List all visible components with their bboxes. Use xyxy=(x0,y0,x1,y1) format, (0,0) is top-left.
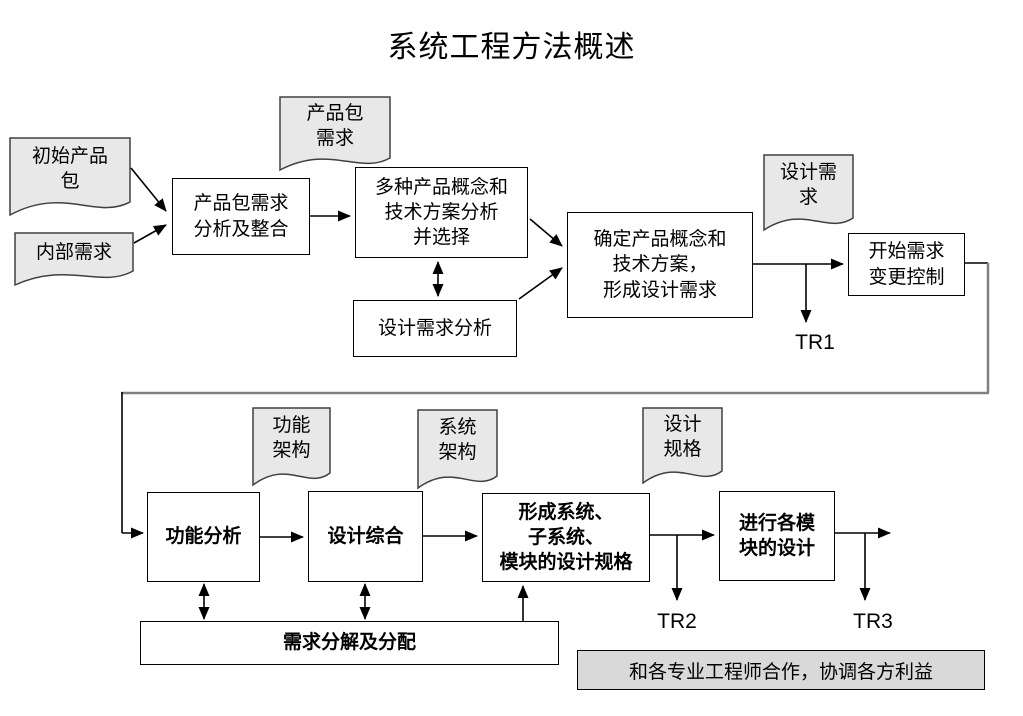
box-design-req-analysis: 设计需求分析 xyxy=(353,300,517,357)
document-shape-initial-product-package xyxy=(9,137,131,217)
page-title: 系统工程方法概述 xyxy=(387,31,636,64)
milestone-tr1: TR1 xyxy=(795,331,835,354)
cooperation-note: 和各专业工程师合作，协调各方利益 xyxy=(577,650,985,690)
document-shape-design-requirements xyxy=(763,154,854,232)
milestone-tr3: TR3 xyxy=(853,610,893,633)
document-shape-internal-requirements xyxy=(14,232,134,287)
arrow-concepts-to-determine xyxy=(529,218,563,247)
document-shape-functional-architecture xyxy=(252,407,331,487)
box-functional-analysis: 功能分析 xyxy=(147,492,260,582)
document-shape-system-architecture xyxy=(417,409,498,490)
box-form-design-specs: 形成系统、 子系统、 模块的设计规格 xyxy=(482,493,650,582)
milestone-tr2: TR2 xyxy=(657,610,697,633)
box-package-req-analysis: 产品包需求 分析及整合 xyxy=(172,178,310,255)
arrow-internal-to-analysis xyxy=(133,224,167,244)
box-determine-concept: 确定产品概念和 技术方案， 形成设计需求 xyxy=(567,212,753,318)
box-design-synthesis: 设计综合 xyxy=(308,491,423,582)
document-shape-package-requirements xyxy=(279,96,391,172)
box-multi-concept-selection: 多种产品概念和 技术方案分析 并选择 xyxy=(355,167,528,258)
box-req-decomposition: 需求分解及分配 xyxy=(140,621,559,665)
arrow-initial-to-analysis xyxy=(130,167,167,212)
document-shape-design-specifications xyxy=(642,407,723,485)
box-module-design: 进行各模 块的设计 xyxy=(719,491,835,581)
box-start-change-control: 开始需求 变更控制 xyxy=(848,233,965,296)
arrow-design-req-to-determine xyxy=(518,267,563,300)
